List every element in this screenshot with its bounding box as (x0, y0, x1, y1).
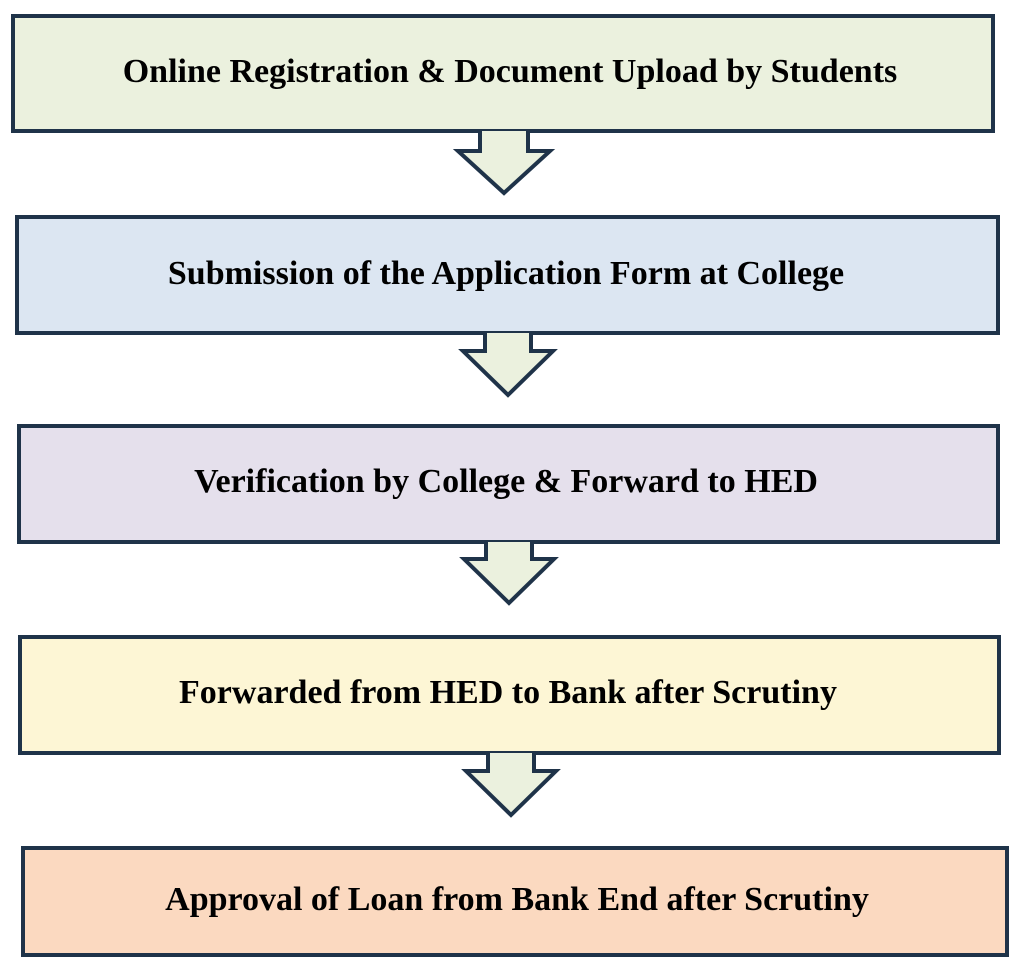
step-3: Verification by College & Forward to HED (17, 424, 1000, 544)
step-1-box (11, 14, 995, 133)
step-5: Approval of Loan from Bank End after Scr… (21, 846, 1009, 957)
step-4-box (18, 635, 1001, 755)
step-3-label: Verification by College & Forward to HED (194, 463, 818, 500)
arrow-down-icon (459, 542, 559, 606)
arrow-down-icon (452, 131, 556, 196)
arrow-down-icon (458, 333, 558, 398)
step-1: Online Registration & Document Upload by… (11, 14, 995, 133)
step-4: Forwarded from HED to Bank after Scrutin… (18, 635, 1001, 755)
arrow-down-icon (461, 753, 561, 818)
step-5-box (21, 846, 1009, 957)
step-2-label: Submission of the Application Form at Co… (168, 255, 844, 292)
step-3-box (17, 424, 1000, 544)
step-5-label: Approval of Loan from Bank End after Scr… (165, 881, 869, 918)
step-4-label: Forwarded from HED to Bank after Scrutin… (179, 674, 837, 711)
step-1-label: Online Registration & Document Upload by… (123, 53, 898, 90)
step-2: Submission of the Application Form at Co… (15, 215, 1000, 335)
step-2-box (15, 215, 1000, 335)
